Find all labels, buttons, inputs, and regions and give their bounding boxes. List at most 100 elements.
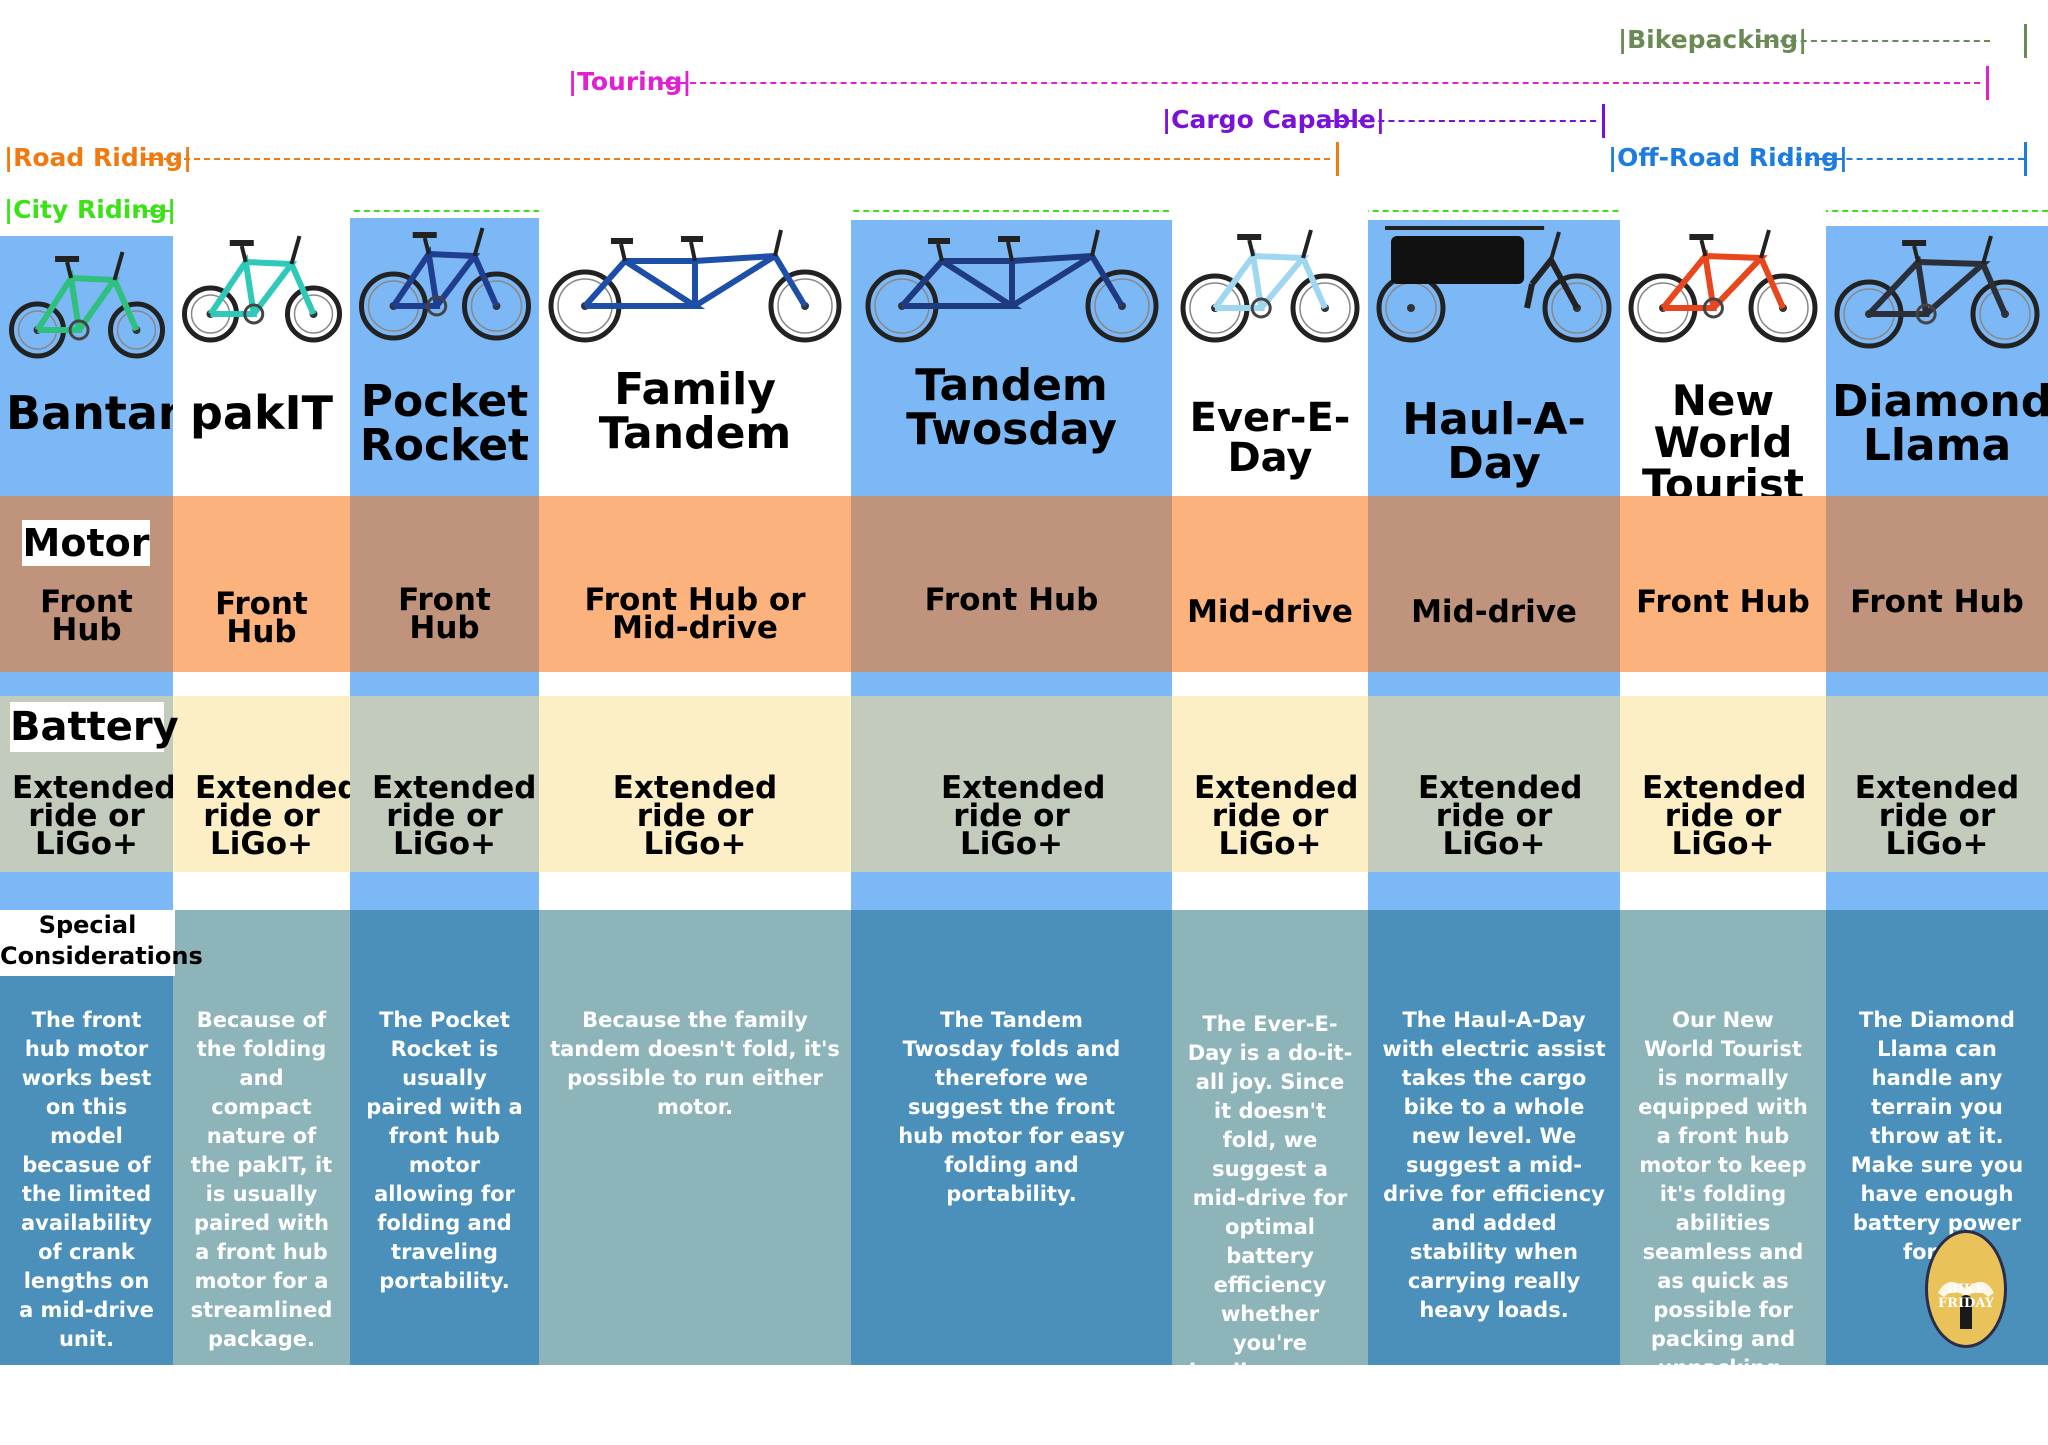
use-case-dashed-line [144, 158, 1330, 160]
bike-photo-icon [0, 242, 173, 362]
use-case-label: |Cargo Capable| [1162, 105, 1385, 134]
row-separator [0, 672, 173, 696]
row-separator [1368, 672, 1620, 696]
model-name: Family Tandem [598, 364, 792, 459]
motor-value: Front Hub [1636, 584, 1810, 620]
use-case-end-tick [1336, 142, 1339, 176]
use-case-range: |City Riding| [0, 192, 2048, 232]
motor-value: Front Hub [398, 582, 491, 646]
motor-cell [173, 496, 350, 672]
model-name: Pocket Rocket [359, 376, 530, 471]
bike-photo-icon [1620, 226, 1826, 346]
row-separator [173, 672, 350, 696]
row-separator [350, 672, 539, 696]
battery-value: Extended ride or LiGo+ [941, 770, 1106, 862]
battery-value: Extended ride or LiGo+ [12, 770, 177, 862]
row-separator [1368, 872, 1620, 910]
use-case-end-tick [1602, 104, 1605, 138]
battery-value: Extended ride or LiGo+ [612, 770, 778, 862]
use-case-end-tick [1986, 66, 1989, 100]
battery-cell [1368, 696, 1620, 872]
row-separator [1172, 672, 1368, 696]
model-header [173, 210, 350, 496]
special-considerations-label: Special Considerations [0, 910, 203, 976]
battery-value: Extended ride or LiGo+ [195, 770, 360, 862]
use-case-label: |Off-Road Riding| [1608, 143, 1849, 172]
logo-text-2: FRIDAY [1937, 1296, 1995, 1311]
use-case-dashed-line [1786, 158, 2024, 160]
motor-cell [1172, 496, 1368, 672]
motor-cell [1368, 496, 1620, 672]
motor-cell [539, 496, 851, 672]
special-considerations-cell [173, 910, 350, 1365]
motor-value: Front Hub [40, 584, 133, 648]
battery-value: Extended ride or LiGo+ [1642, 770, 1807, 862]
bike-photo-icon [173, 226, 350, 346]
battery-cell [539, 696, 851, 872]
special-considerations-text: The Diamond Llama can handle any terrain… [1850, 1008, 2024, 1264]
battery-cell [851, 696, 1172, 872]
row-separator [851, 872, 1172, 910]
special-label-line-2: Considerations [0, 942, 203, 970]
battery-value: Extended ride or LiGo+ [1854, 770, 2020, 862]
special-considerations-text: The front hub motor works best on this m… [19, 1008, 154, 1351]
special-considerations-cell [851, 910, 1172, 1365]
use-case-dashed-line [1760, 40, 1990, 42]
bike-photo-icon [539, 226, 851, 346]
special-considerations-cell [350, 910, 539, 1365]
row-separator [851, 672, 1172, 696]
special-considerations-cell [1172, 910, 1368, 1365]
special-considerations-text: The Tandem Twosday folds and therefore w… [898, 1008, 1125, 1206]
motor-cell [350, 496, 539, 672]
bike-friday-logo: BIKE FRIDAY [1925, 1230, 2007, 1348]
bike-photo-icon [1826, 232, 2048, 352]
use-case-dashed-line [660, 82, 1980, 84]
model-name: Tandem Twosday [906, 360, 1117, 455]
special-considerations-cell [539, 910, 851, 1365]
battery-value: Extended ride or LiGo+ [1194, 770, 1359, 862]
special-considerations-text: The Pocket Rocket is usually paired with… [366, 1008, 523, 1293]
row-separator [0, 872, 173, 910]
special-considerations-text: Because the family tandem doesn't fold, … [550, 1008, 840, 1119]
use-case-end-tick [2024, 142, 2027, 176]
row-separator [1620, 872, 1826, 910]
model-name: Bantam [6, 386, 206, 440]
bike-photo-icon [1172, 226, 1368, 346]
use-case-range: |Bikepacking| [0, 22, 2048, 62]
use-case-range: |Road Riding| [0, 140, 2048, 180]
special-considerations-cell [0, 910, 173, 1365]
row-separator [539, 872, 851, 910]
special-considerations-text: Because of the folding and compact natur… [190, 1008, 333, 1351]
use-case-label: |Road Riding| [4, 143, 193, 172]
special-considerations-text: The Ever-E-Day is a do-it-all joy. Since… [1187, 1012, 1353, 1442]
motor-cell [1620, 496, 1826, 672]
use-case-range: |Touring| [0, 64, 2048, 104]
special-label-line-1: Special [38, 911, 137, 939]
battery-cell [173, 696, 350, 872]
battery-cell [1826, 696, 2048, 872]
special-considerations-cell [1368, 910, 1620, 1365]
model-name: New World Tourist [1641, 376, 1804, 509]
battery-cell [1172, 696, 1368, 872]
bike-photo-icon [851, 226, 1172, 346]
use-case-label: |Touring| [568, 67, 692, 96]
battery-value: Extended ride or LiGo+ [372, 770, 537, 862]
motor-value: Mid-drive [1411, 594, 1577, 630]
battery-cell [1620, 696, 1826, 872]
model-name: Haul-A-Day [1402, 394, 1586, 489]
row-separator [1826, 672, 2048, 696]
bike-photo-icon [350, 224, 539, 344]
row-separator [1620, 672, 1826, 696]
special-considerations-text: Our New World Tourist is normally equipp… [1638, 1008, 1808, 1380]
model-header [1826, 226, 2048, 496]
use-case-label: |City Riding| [4, 195, 177, 224]
row-separator [539, 672, 851, 696]
model-header [350, 218, 539, 496]
